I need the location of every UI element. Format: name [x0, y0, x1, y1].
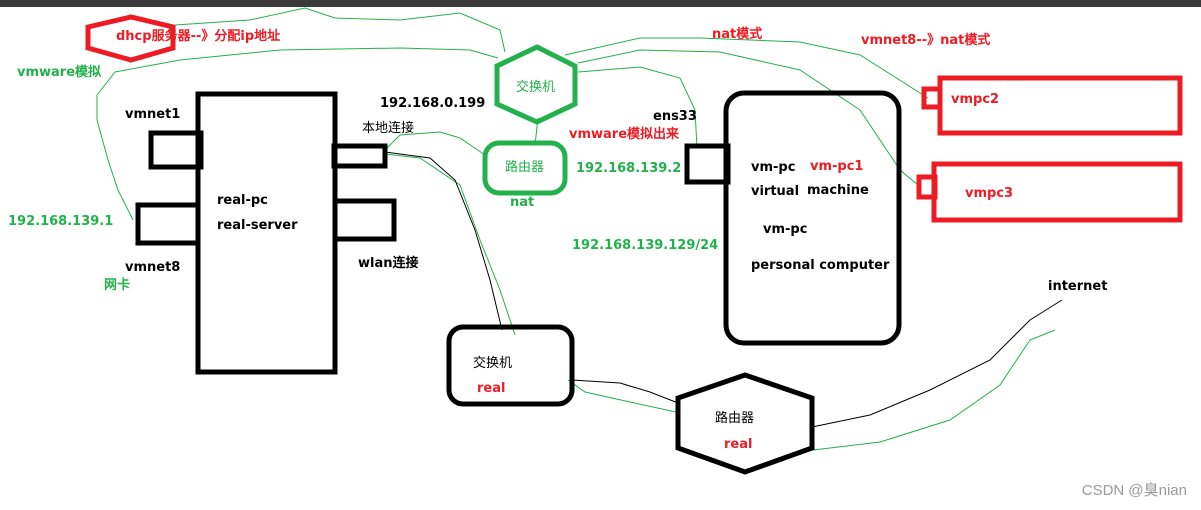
vm-pc-label: vm-pc — [751, 160, 796, 175]
virtual-switch-label: 交换机 — [516, 80, 556, 95]
virtual-router-label: 路由器 — [505, 160, 545, 175]
vmpc2-port — [921, 86, 943, 110]
real-pc-label: real-pc — [217, 193, 268, 208]
host-vmnet8-ip-label: 192.168.139.1 — [8, 214, 114, 229]
real-router-hexagon — [675, 372, 815, 475]
real-switch-label: 交换机 — [473, 356, 513, 371]
window-title-bar — [0, 0, 1201, 7]
real-pc-box — [195, 91, 338, 375]
cable-switch-ens33 — [577, 66, 698, 149]
real-server-label: real-server — [217, 218, 298, 233]
vmnet1-label: vmnet1 — [125, 107, 181, 122]
vm-pc1-label: vm-pc1 — [810, 159, 864, 174]
virtual-switch-hexagon — [494, 44, 578, 125]
vmnet1-port — [148, 130, 204, 170]
vmpc3-port — [916, 174, 938, 200]
vm-pc-secondary-label: vm-pc — [763, 222, 808, 237]
machine-label: machine — [807, 183, 869, 198]
vmware-sim-label: vmware模拟 — [17, 65, 102, 80]
cable-router-internet-black — [811, 299, 1063, 428]
personal-computer-label: personal computer — [751, 258, 890, 273]
vmpc2-label: vmpc2 — [951, 92, 1000, 107]
cable-router-internet-green — [804, 329, 1056, 452]
gateway-ip-label: 192.168.139.2 — [576, 161, 682, 176]
vm-ip-label: 192.168.139.129/24 — [572, 238, 719, 253]
vm-pc-box — [723, 90, 902, 346]
real-router-label: 路由器 — [715, 411, 755, 426]
wlan-conn-label: wlan连接 — [358, 256, 419, 271]
cable-switch-vmpc2 — [564, 37, 929, 99]
virtual-router-box — [482, 140, 568, 196]
local-ip-label: 192.168.0.199 — [380, 96, 486, 111]
cable-vmnet8-switch — [96, 47, 499, 221]
ens33-label: ens33 — [653, 109, 697, 124]
real-router-tag: real — [724, 437, 753, 452]
wlan-port — [332, 198, 397, 242]
vmnet8-nat-label: vmnet8--》nat模式 — [861, 33, 991, 48]
internet-label: internet — [1048, 279, 1108, 294]
cable-realswitch-router-black — [571, 379, 679, 404]
cable-local-realswitch — [384, 153, 516, 336]
virtual-label: virtual — [751, 184, 800, 199]
dhcp-server-hexagon — [85, 14, 176, 63]
nat-label: nat — [510, 195, 535, 210]
real-switch-tag: real — [477, 381, 506, 396]
cable-dhcp-switch — [174, 7, 506, 53]
vmpc3-label: vmpc3 — [965, 186, 1014, 201]
ens33-port — [684, 143, 731, 185]
vmnet8-port — [135, 202, 201, 246]
vmnet8-label: vmnet8 — [125, 260, 181, 275]
real-switch-box — [446, 324, 575, 407]
dhcp-server-label: dhcp服务器--》分配ip地址 — [116, 29, 281, 44]
csdn-watermark: CSDN @臭nian — [1081, 482, 1187, 499]
nat-mode-label: nat模式 — [712, 27, 763, 42]
nic-label: 网卡 — [104, 278, 131, 293]
cable-local-realswitch-black — [384, 151, 503, 331]
local-conn-port — [331, 143, 388, 169]
vmware-sim-out-label: vmware模拟出来 — [569, 127, 680, 142]
local-conn-label: 本地连接 — [362, 121, 415, 136]
cable-realswitch-router-green — [567, 379, 677, 413]
cable-local-router — [384, 131, 486, 156]
